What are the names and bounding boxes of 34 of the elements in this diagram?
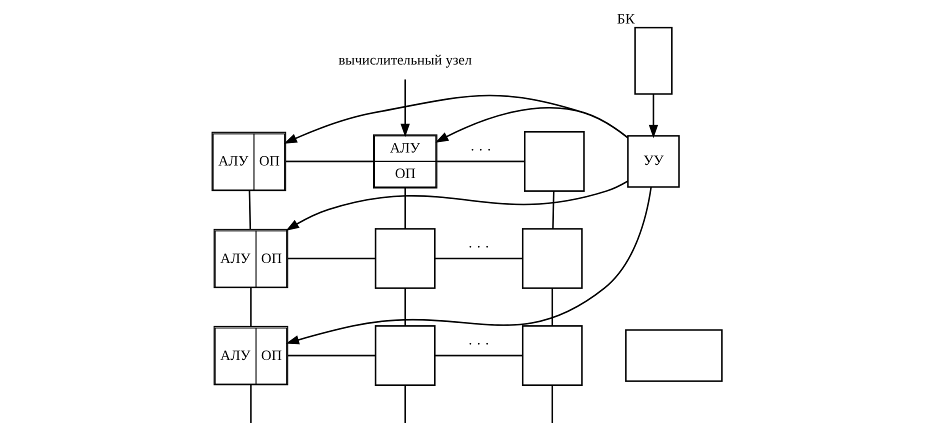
node-box — [522, 325, 583, 386]
arrow — [286, 180, 628, 231]
arrow — [400, 79, 410, 138]
node-box — [522, 228, 583, 289]
node-box: УУ — [627, 135, 680, 188]
connector — [286, 160, 374, 162]
arrow — [286, 186, 652, 344]
connector — [288, 354, 376, 356]
connector — [437, 160, 524, 162]
connector — [404, 188, 406, 229]
connector — [248, 190, 252, 230]
edge-label: · · · — [468, 336, 490, 353]
node-label: БК — [617, 12, 635, 28]
connector — [434, 354, 523, 356]
node-text: вычислительный узел — [338, 52, 472, 69]
connector — [552, 386, 554, 423]
connector — [404, 386, 406, 423]
edge-label: · · · — [470, 142, 492, 158]
connector — [404, 288, 406, 326]
arrow — [435, 107, 628, 143]
connector — [434, 258, 523, 260]
connector — [552, 191, 554, 229]
node-box — [374, 228, 436, 289]
arrow — [284, 94, 628, 144]
node-box — [374, 325, 436, 386]
connector — [288, 258, 376, 260]
connector — [250, 288, 252, 326]
node-box — [524, 131, 585, 192]
node-box — [625, 329, 723, 382]
arrow — [648, 94, 658, 138]
connector — [250, 384, 252, 423]
edge-label: · · · — [468, 240, 490, 256]
connector — [552, 288, 554, 326]
node-box — [634, 26, 673, 95]
